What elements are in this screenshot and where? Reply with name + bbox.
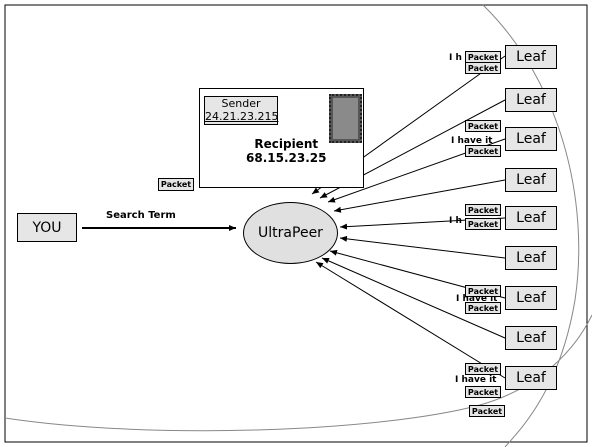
packet-badge: Packet (469, 405, 505, 417)
response-text: I have it (456, 294, 498, 304)
ultrapeer-label: UltraPeer (258, 225, 323, 241)
packet-badge: Packet (465, 302, 501, 314)
packet-badge: Packet (465, 145, 501, 157)
packet-badge: Packet (465, 386, 501, 398)
recipient-block: Recipient 68.15.23.25 (246, 137, 326, 165)
search-term-label: Search Term (106, 210, 176, 221)
packet-badge: Packet (465, 120, 501, 132)
you-node: YOU (17, 213, 77, 242)
sender-label: Sender (221, 97, 261, 110)
response-text: I h (449, 53, 462, 63)
response-text: I have it (455, 375, 497, 385)
sender-ip: 24.21.23.215 (205, 110, 279, 123)
packet-badge: Packet (465, 62, 501, 74)
network-lower-curve (4, 314, 592, 432)
recipient-label: Recipient (254, 137, 319, 151)
packet-badge: Packet (158, 178, 194, 191)
packet-badge: Packet (465, 204, 501, 216)
leaf-node: Leaf (505, 366, 557, 390)
arrow-leaf-9 (315, 261, 506, 379)
sender-box: Sender 24.21.23.215 (204, 96, 278, 125)
leaf-node: Leaf (505, 246, 557, 270)
arrow-leaf-8 (321, 257, 506, 339)
slide-frame (4, 4, 588, 443)
response-text: I h (449, 216, 462, 226)
leaf-node: Leaf (505, 45, 557, 69)
you-label: YOU (32, 219, 62, 236)
network-circle-arc (482, 4, 580, 447)
postage-stamp-icon (329, 94, 362, 143)
response-text: I have it (451, 136, 493, 146)
recipient-ip: 68.15.23.25 (246, 151, 327, 165)
packet-badge: Packet (465, 218, 501, 230)
query-envelope: Sender 24.21.23.215 Recipient 68.15.23.2… (199, 88, 364, 188)
leaf-node: Leaf (505, 206, 557, 230)
packet-badge: Packet (465, 363, 501, 375)
leaf-node: Leaf (505, 168, 557, 192)
arrow-leaf-4 (333, 179, 506, 213)
leaf-node: Leaf (505, 326, 557, 350)
packet-badge: Packet (465, 285, 501, 297)
leaf-node: Leaf (505, 286, 557, 310)
leaf-node: Leaf (505, 88, 557, 112)
ultrapeer-node: UltraPeer (243, 202, 338, 264)
leaf-node: Leaf (505, 127, 557, 151)
arrow-leaf-6 (339, 235, 506, 259)
